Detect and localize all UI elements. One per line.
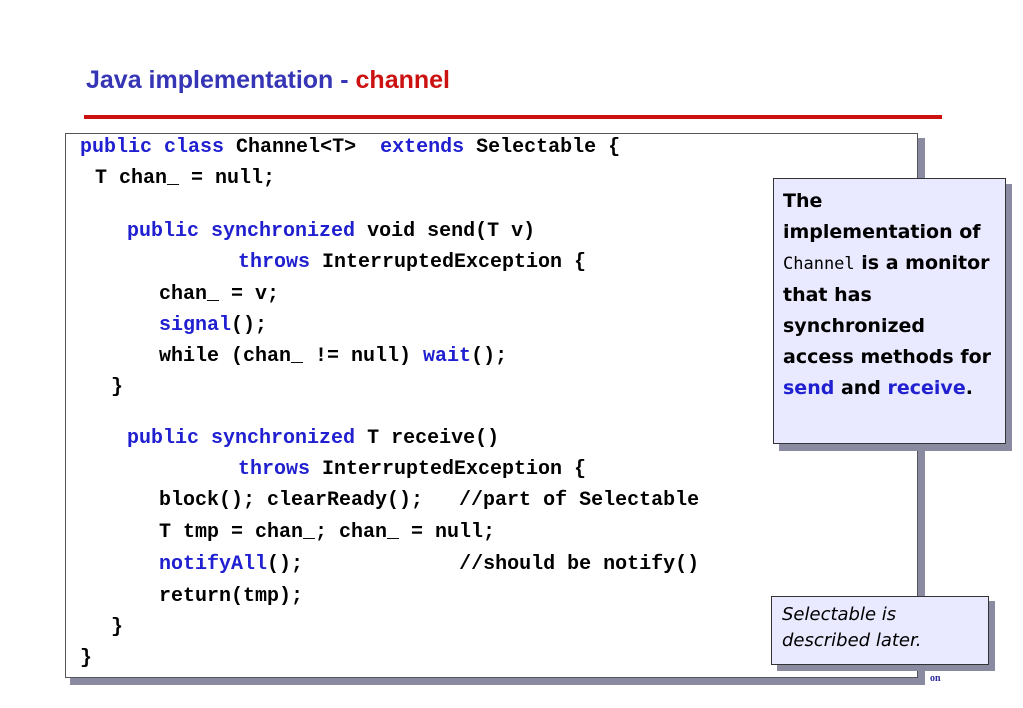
note2-text: Selectable is described later. (782, 604, 922, 651)
code-keyword: wait (423, 345, 472, 368)
code-line-2: T chan_ = null; (95, 167, 275, 191)
code-keyword: public (127, 427, 200, 450)
code-line-13: notifyAll(); //should be notify() (159, 553, 699, 577)
code-text: } (111, 376, 124, 399)
note2-box: Selectable is described later. (771, 596, 989, 665)
code-keyword: extends (380, 136, 465, 159)
code-line-15: } (111, 616, 123, 640)
slide-title: Java implementation - channel (86, 66, 450, 95)
note-text: . (965, 377, 973, 399)
code-text: return(tmp); (159, 585, 304, 608)
code-keyword: signal (159, 314, 232, 337)
code-text: chan_ = v; (159, 283, 280, 306)
code-line-7: while (chan_ != null) wait(); (159, 345, 507, 369)
code-line-6: signal(); (159, 314, 267, 338)
note-code-word: Channel (783, 254, 855, 274)
code-text: T tmp = chan_; chan_ = null; (159, 521, 496, 544)
code-line-16: } (80, 647, 92, 671)
title-underline (84, 115, 942, 119)
code-text: void send(T v) (355, 220, 536, 243)
slide-title-main: Java implementation - (86, 66, 356, 94)
code-text: while (chan_ != null) (159, 345, 424, 368)
code-line-4: throws InterruptedException { (238, 251, 586, 275)
code-line-14: return(tmp); (159, 585, 303, 609)
note-highlight-receive: receive (887, 377, 966, 399)
code-keyword: class (164, 136, 225, 159)
code-text: T receive() (355, 427, 500, 450)
code-text: (); (231, 314, 268, 337)
code-keyword: throws (238, 251, 311, 274)
code-line-11: block(); clearReady(); //part of Selecta… (159, 489, 699, 513)
code-text: Channel<T> (224, 136, 381, 159)
note-text: and (834, 377, 888, 399)
code-line-10: throws InterruptedException { (238, 458, 586, 482)
code-line-1: public class Channel<T> extends Selectab… (80, 136, 620, 160)
code-keyword: synchronized (211, 427, 356, 450)
code-line-9: public synchronized T receive() (127, 427, 499, 451)
code-text: InterruptedException { (310, 251, 587, 274)
code-line-8: } (111, 376, 123, 400)
slide-title-accent: channel (355, 66, 451, 94)
code-text: } (111, 616, 124, 639)
code-keyword: public (127, 220, 200, 243)
code-keyword: synchronized (211, 220, 356, 243)
code-text: (); //should be notify() (267, 553, 700, 576)
code-text: Selectable { (464, 136, 621, 159)
code-text: block(); clearReady(); //part of Selecta… (159, 489, 700, 512)
note-text: is a monitor that has synchronized acces… (783, 252, 992, 368)
code-text: T chan_ = null; (95, 167, 276, 190)
code-keyword: throws (238, 458, 311, 481)
note-box: The implementation of Channel is a monit… (773, 178, 1006, 444)
code-text: InterruptedException { (310, 458, 587, 481)
note-text: The implementation of (783, 190, 981, 243)
footer-text: on (930, 673, 941, 684)
code-line-5: chan_ = v; (159, 283, 279, 307)
note-highlight-send: send (783, 377, 835, 399)
code-keyword: notifyAll (159, 553, 268, 576)
code-text: (); (471, 345, 508, 368)
code-text: } (80, 647, 93, 670)
code-keyword: public (80, 136, 153, 159)
code-line-12: T tmp = chan_; chan_ = null; (159, 521, 495, 545)
code-line-3: public synchronized void send(T v) (127, 220, 535, 244)
